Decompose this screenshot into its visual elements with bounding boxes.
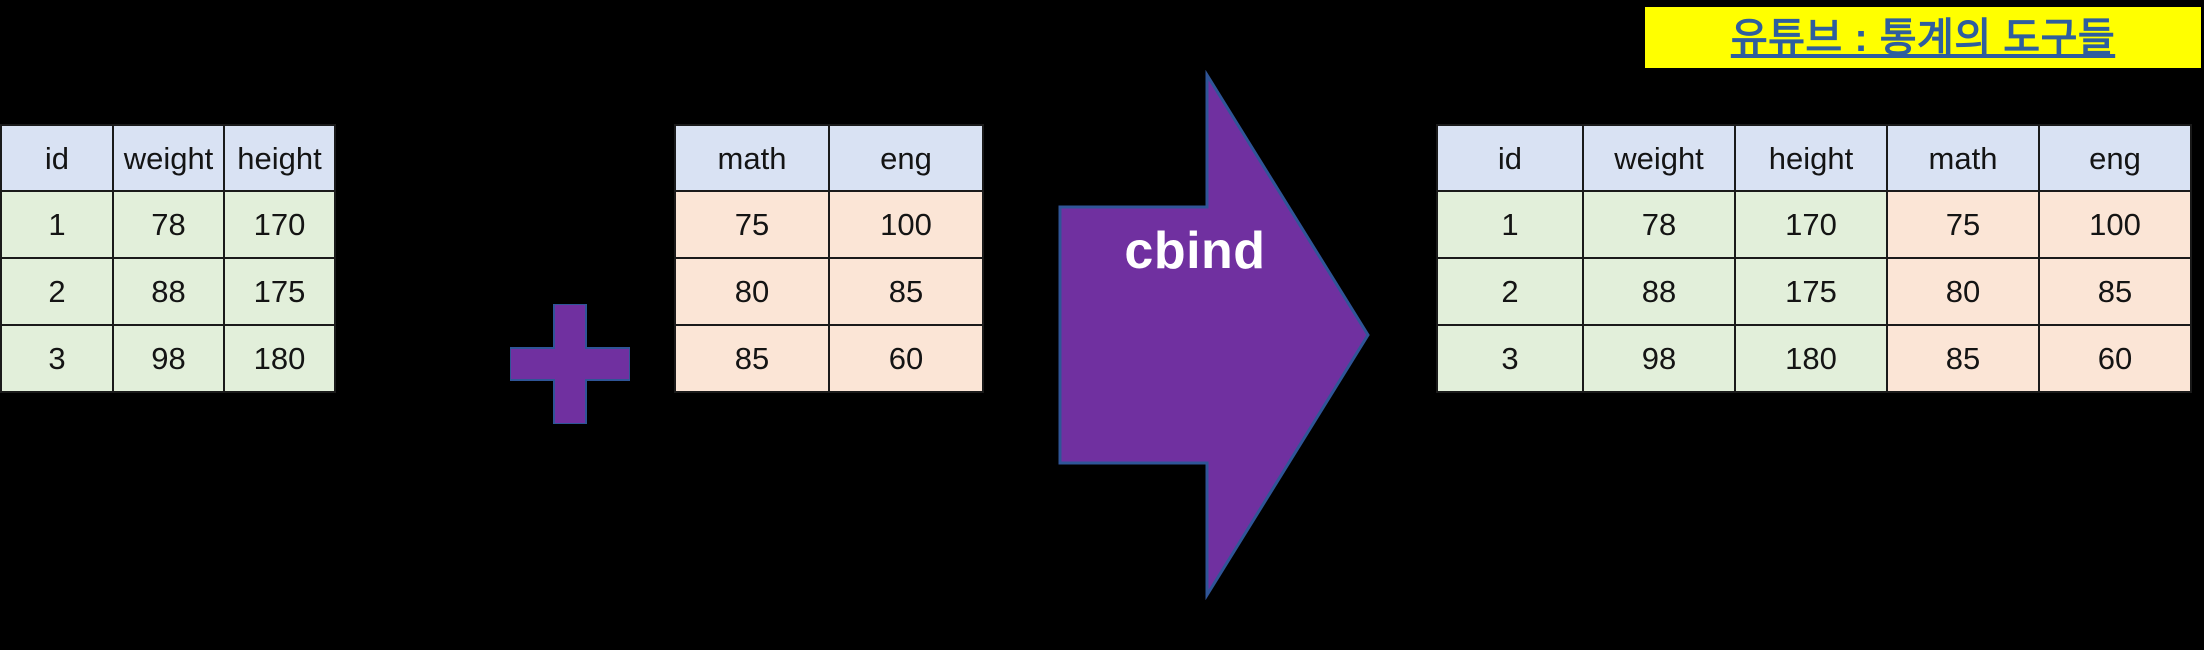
column-header-height: height [223,124,336,192]
cell-eng: 60 [2038,324,2192,393]
cell-weight: 98 [1582,324,1736,393]
column-header-math: math [674,124,830,192]
table-header-row: math eng [674,124,984,192]
table-row: 2 88 175 80 85 [1436,257,2192,326]
table-row: 1 78 170 [0,190,336,259]
table-row: 3 98 180 [0,324,336,393]
table-row: 2 88 175 [0,257,336,326]
cell-height: 170 [1734,190,1888,259]
result-table: id weight height math eng 1 78 170 75 10… [1436,124,2192,393]
cell-eng: 100 [2038,190,2192,259]
table-row: 3 98 180 85 60 [1436,324,2192,393]
cell-eng: 100 [828,190,984,259]
table-row: 80 85 [674,257,984,326]
title-banner: 유튜브 : 통계의 도구들 [1645,7,2201,68]
cell-weight: 98 [112,324,225,393]
cell-math: 85 [674,324,830,393]
cell-height: 175 [223,257,336,326]
cell-weight: 78 [112,190,225,259]
table-header-row: id weight height [0,124,336,192]
cell-height: 180 [223,324,336,393]
cell-id: 2 [0,257,114,326]
column-header-height: height [1734,124,1888,192]
cell-math: 85 [1886,324,2040,393]
table-row: 75 100 [674,190,984,259]
cell-math: 75 [1886,190,2040,259]
column-header-weight: weight [1582,124,1736,192]
cell-weight: 88 [1582,257,1736,326]
right-operand-table: math eng 75 100 80 85 85 60 [674,124,984,393]
cell-height: 180 [1734,324,1888,393]
cell-id: 1 [1436,190,1584,259]
column-header-weight: weight [112,124,225,192]
table-row: 1 78 170 75 100 [1436,190,2192,259]
cell-eng: 85 [2038,257,2192,326]
cell-height: 175 [1734,257,1888,326]
cbind-label: cbind [1124,222,1266,280]
cell-math: 80 [674,257,830,326]
cell-id: 2 [1436,257,1584,326]
cell-eng: 60 [828,324,984,393]
cell-weight: 88 [112,257,225,326]
column-header-math: math [1886,124,2040,192]
column-header-id: id [0,124,114,192]
cell-id: 3 [1436,324,1584,393]
cell-id: 1 [0,190,114,259]
cell-weight: 78 [1582,190,1736,259]
column-header-eng: eng [2038,124,2192,192]
column-header-eng: eng [828,124,984,192]
table-row: 85 60 [674,324,984,393]
column-header-id: id [1436,124,1584,192]
cbind-arrow-icon [1055,70,1375,600]
cell-height: 170 [223,190,336,259]
cell-eng: 85 [828,257,984,326]
cell-math: 75 [674,190,830,259]
cell-math: 80 [1886,257,2040,326]
table-header-row: id weight height math eng [1436,124,2192,192]
cell-id: 3 [0,324,114,393]
left-operand-table: id weight height 1 78 170 2 88 175 3 98 … [0,124,336,393]
plus-icon [510,304,630,424]
page-title: 유튜브 : 통계의 도구들 [1730,15,2116,60]
